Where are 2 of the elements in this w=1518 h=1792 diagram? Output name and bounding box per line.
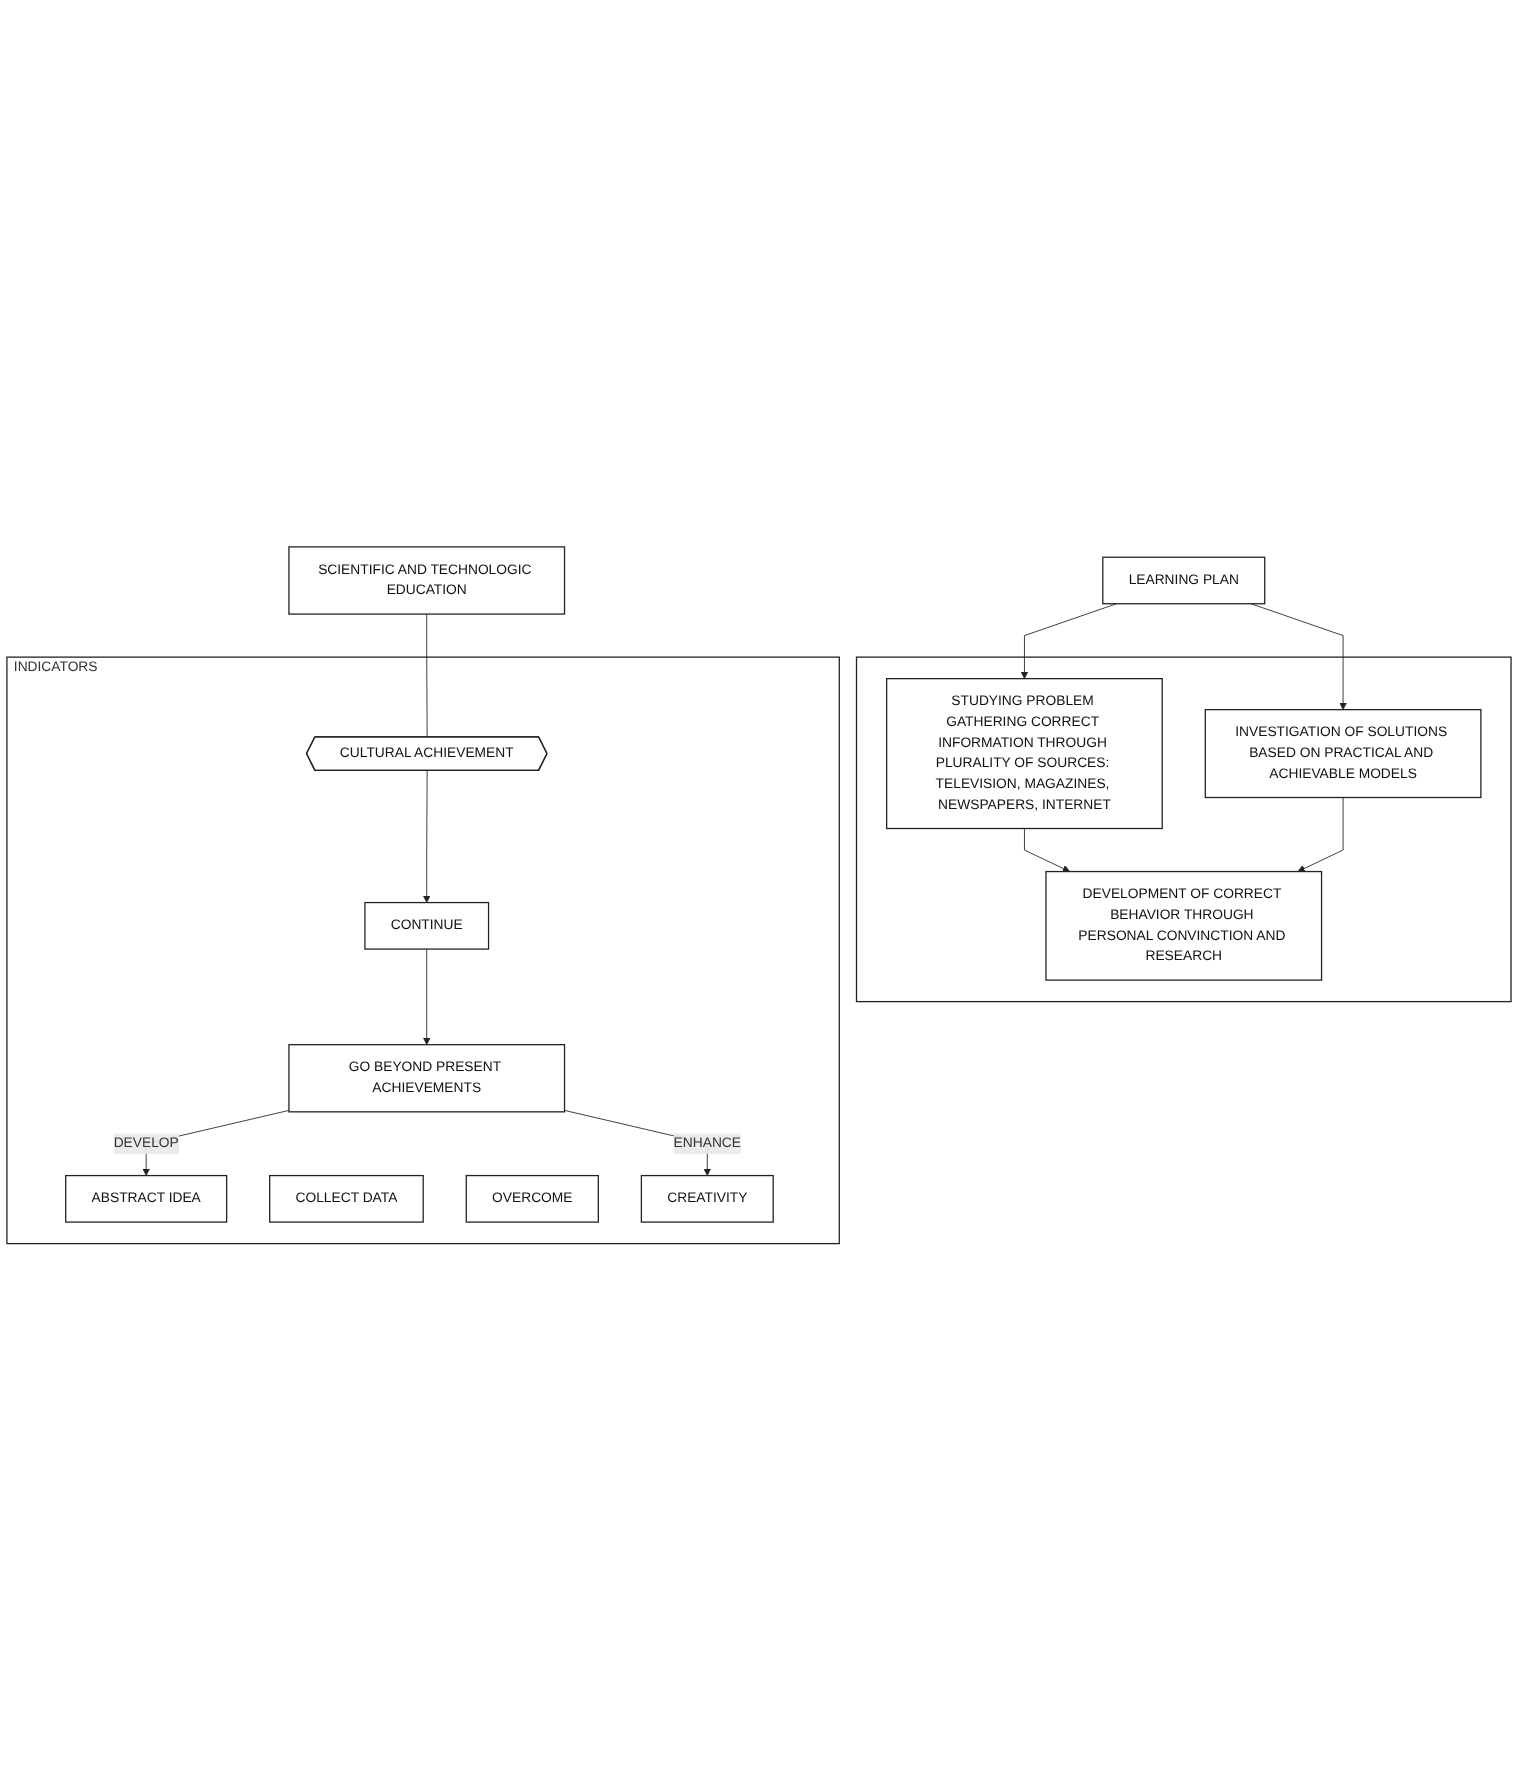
connector [426, 614, 428, 739]
cluster [855, 657, 1512, 1003]
